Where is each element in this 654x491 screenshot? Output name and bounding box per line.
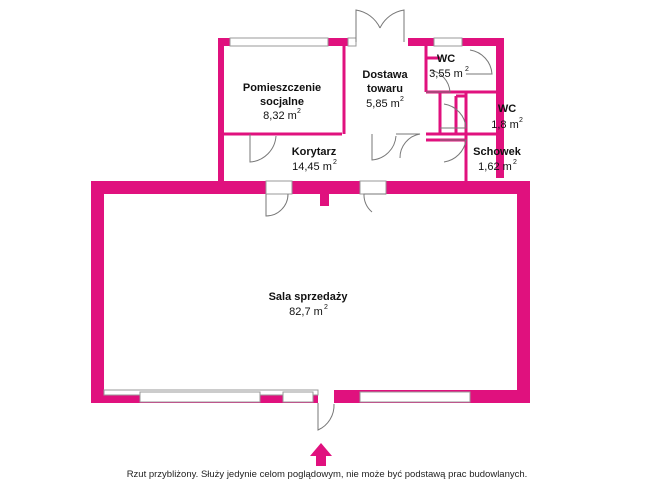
room-name-line: towaru (367, 83, 403, 95)
windows (103, 37, 471, 403)
wall-segment (496, 38, 504, 178)
door-swing (355, 9, 381, 42)
disclaimer-caption: Rzut przybliżony. Służy jedynie celom po… (126, 469, 528, 480)
wall-segment (91, 181, 266, 194)
wall-segment (91, 181, 104, 403)
window (359, 180, 387, 195)
wall-segment (292, 181, 360, 194)
area-exponent: 2 (519, 117, 523, 124)
area-exponent: 2 (333, 159, 337, 166)
room-name-line: Pomieszczenie (243, 82, 321, 94)
wall-segment (320, 194, 329, 206)
door-swing (466, 49, 493, 75)
area-exponent: 2 (465, 66, 469, 73)
door-swing (371, 134, 397, 161)
room-area: 1,62 m (478, 161, 512, 173)
door-swing (440, 139, 467, 163)
area-exponent: 2 (400, 96, 404, 103)
door-swing (249, 134, 277, 163)
room-sales: Sala sprzedaży 82,7 m 2 (269, 291, 349, 318)
wall-segment (218, 38, 224, 183)
door-swing (396, 133, 421, 159)
room-area: 1,8 m (491, 119, 519, 131)
window (347, 37, 357, 47)
area-exponent: 2 (297, 108, 301, 115)
door-swing (379, 9, 405, 42)
wall-segment (386, 181, 530, 194)
window (139, 391, 261, 403)
window (229, 37, 329, 47)
door-swing (317, 403, 335, 431)
room-area: 5,85 m (366, 98, 400, 110)
room-name-line: Korytarz (292, 146, 337, 158)
room-name-line: Schowek (473, 146, 522, 158)
room-name-line: WC (437, 53, 455, 65)
room-corridor: Korytarz 14,45 m 2 (292, 146, 337, 173)
wall-segment (328, 38, 348, 46)
room-wc-2: WC 1,8 m 2 (491, 103, 523, 131)
room-name-line: WC (498, 103, 516, 115)
door-swing (426, 69, 451, 93)
room-wc-1: WC 3,55 m 2 (429, 53, 469, 80)
room-name-line: Dostawa (362, 69, 408, 81)
room-name-line: Sala sprzedaży (269, 291, 349, 303)
door-swing (440, 103, 467, 129)
room-name-line: socjalne (260, 96, 304, 108)
wall-segment (462, 38, 504, 46)
window (282, 391, 314, 403)
door-swing (363, 193, 386, 213)
window (359, 391, 471, 403)
door-swing (265, 193, 289, 217)
wall-segment (408, 38, 434, 46)
room-area: 8,32 m (263, 110, 297, 122)
area-exponent: 2 (324, 304, 328, 311)
room-area: 82,7 m (289, 306, 323, 318)
room-area: 3,55 m (429, 68, 463, 80)
window (265, 180, 293, 195)
doors (249, 9, 493, 431)
window (433, 37, 463, 47)
entrance-arrow-icon (310, 443, 332, 466)
area-exponent: 2 (513, 159, 517, 166)
room-storage: Schowek 1,62 m 2 (473, 146, 522, 173)
room-area: 14,45 m (292, 161, 332, 173)
room-social: Pomieszczenie socjalne 8,32 m 2 (243, 82, 321, 122)
room-delivery: Dostawa towaru 5,85 m 2 (362, 69, 408, 110)
wall-segment (517, 181, 530, 403)
